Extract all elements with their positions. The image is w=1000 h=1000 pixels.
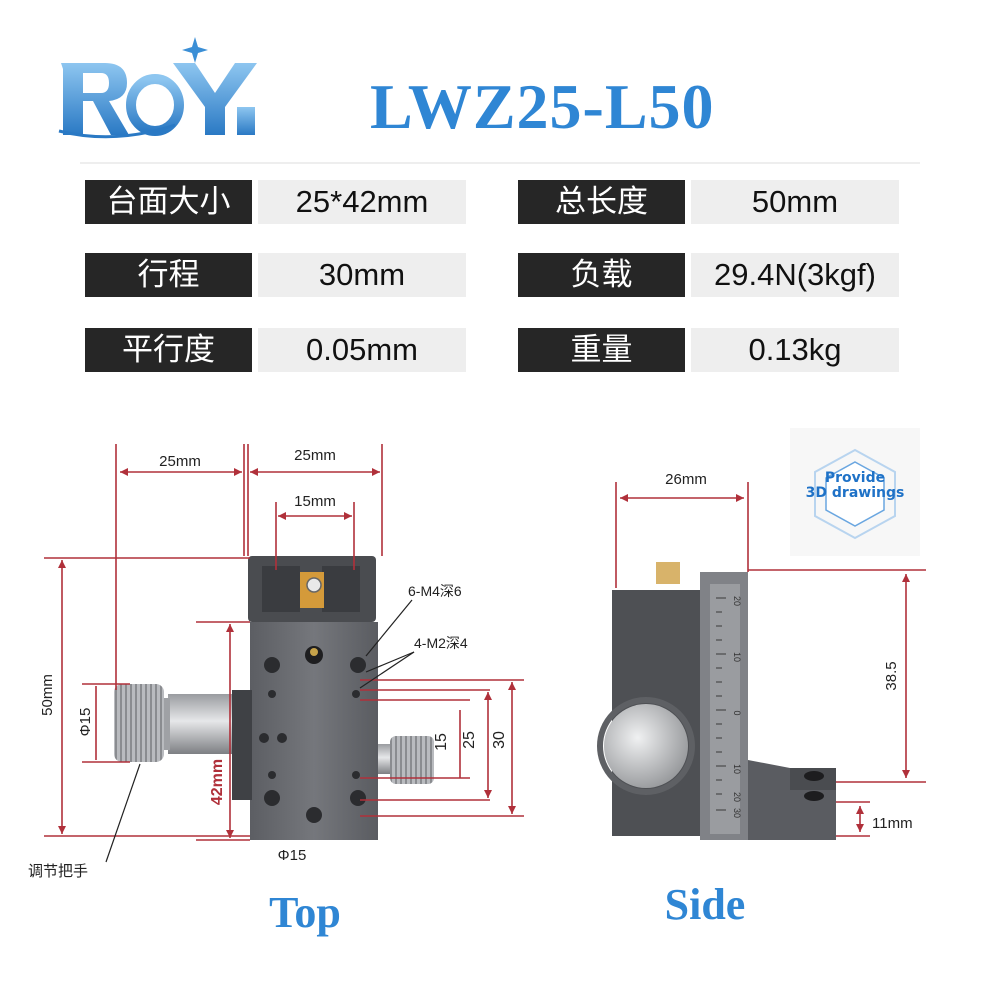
badge-text: Provide 3D drawings [790,471,920,501]
scale-label: 30 [732,808,742,818]
scale-label: 0 [732,710,742,715]
top-view-leaders [105,599,415,863]
spec-value-weight: 0.13kg [691,328,899,372]
side-view-dimensions [615,482,926,837]
dim-slot: 15mm [294,493,336,510]
spec-label-total-length: 总长度 [518,180,685,224]
spec-value-parallelism: 0.05mm [258,328,466,372]
side-view-scale [716,597,726,811]
callout-m4: 6-M4深6 [408,583,462,599]
dim-knob-diameter: Φ15 [77,708,94,737]
ryi-logo [58,37,257,139]
technical-drawing: 25mm 25mm 15mm 50mm Φ15 42mm 15 25 30 Φ1… [28,428,926,880]
dim-pitch-15: 15 [433,733,450,751]
spec-label-travel: 行程 [85,253,252,297]
dim-side-width: 26mm [665,471,707,488]
dim-pitch-30: 30 [491,731,508,749]
scale-label: 10 [732,764,742,774]
spec-value-travel: 30mm [258,253,466,297]
spec-value-table-size: 25*42mm [258,180,466,224]
spec-value-total-length: 50mm [691,180,899,224]
caption-top-view: Top [269,888,341,937]
dim-width-right: 25mm [294,447,336,464]
side-view-device [597,562,836,840]
callout-handle: 调节把手 [28,862,88,880]
scale-label: 20 [732,792,742,802]
scale-label: 20 [732,596,742,606]
dim-pitch-25: 25 [461,731,478,749]
spec-label-table-size: 台面大小 [85,180,252,224]
badge-line-1: Provide [824,470,886,486]
top-view-device [114,556,434,840]
dim-height-total: 50mm [39,674,56,716]
spec-value-load: 29.4N(3kgf) [691,253,899,297]
provide-3d-badge [790,428,920,556]
spec-label-load: 负载 [518,253,685,297]
top-view-dimensions [44,444,524,841]
dim-side-base: 11mm [872,815,913,832]
callout-m2: 4-M2深4 [414,635,468,651]
dim-table: 42mm [209,759,226,805]
model-title: LWZ25-L50 [370,71,715,142]
spec-label-parallelism: 平行度 [85,328,252,372]
dim-width-left: 25mm [159,453,201,470]
spec-label-weight: 重量 [518,328,685,372]
divider [80,162,920,164]
scale-label: 10 [732,652,742,662]
badge-line-2: 3D drawings [805,485,905,501]
caption-side-view: Side [664,880,746,929]
dim-side-height: 38.5 [883,661,900,690]
dim-bottom-diameter: Φ15 [278,847,307,864]
